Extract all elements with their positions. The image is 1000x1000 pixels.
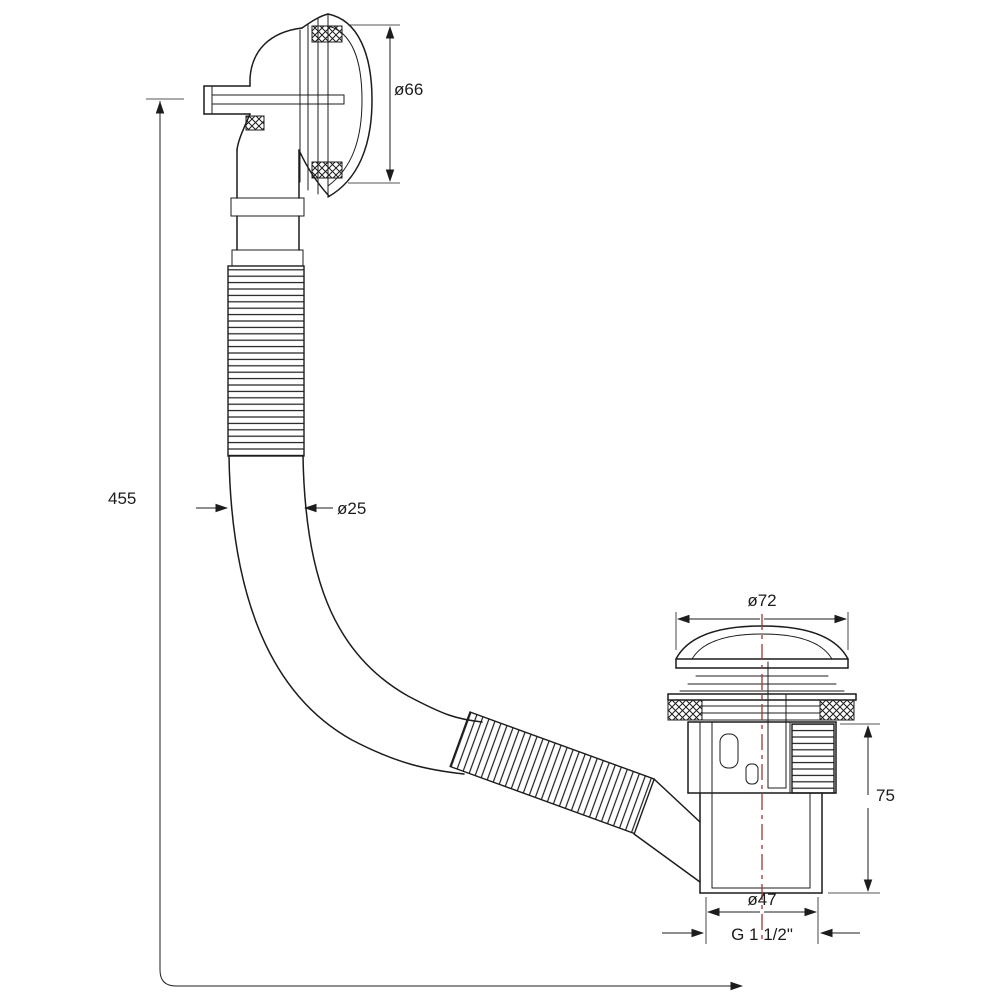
label-waste-flange-diameter: ø72: [747, 591, 776, 610]
overflow-screw: [203, 85, 345, 115]
diagonal-hose: [449, 711, 701, 883]
label-waste-tail-diameter: ø47: [747, 890, 776, 909]
waste-gasket-left: [667, 699, 703, 721]
waste-slot-large: [719, 733, 739, 769]
overflow-gasket-left: [245, 115, 265, 131]
label-installed-height: 455: [108, 489, 136, 508]
waste-flange: [667, 693, 857, 721]
waste-thread-section: [791, 723, 835, 794]
label-overflow-diameter: ø66: [394, 80, 423, 99]
dim-installed-height: 455: [108, 98, 744, 991]
dim-waste-flange-diameter: ø72: [675, 591, 849, 650]
curved-hose: [228, 455, 483, 775]
hose-collar-lower: [231, 249, 304, 267]
label-waste-body-height: 75: [876, 786, 895, 805]
waste-slot-small: [745, 763, 759, 785]
corrugated-section-vertical: [227, 265, 305, 457]
waste-gasket-right: [819, 699, 855, 721]
label-waste-thread: G 1 1/2": [731, 925, 793, 944]
dim-overflow-diameter: ø66: [348, 24, 423, 184]
overflow-gasket-bottom: [311, 161, 343, 179]
vertical-hose: [227, 149, 305, 457]
dimensions: ø66 ø25 455 ø72 75: [108, 24, 895, 991]
overflow-gasket-top: [311, 25, 343, 43]
overflow-assembly: [203, 13, 373, 198]
dim-waste-tail-diameter: ø47: [705, 890, 819, 944]
dim-waste-thread: G 1 1/2": [662, 925, 860, 944]
label-hose-diameter: ø25: [337, 499, 366, 518]
waste-tail: [699, 792, 823, 894]
waste-body: [687, 661, 837, 794]
dim-waste-body-height: 75: [828, 723, 895, 894]
hose-collar-upper: [230, 197, 305, 217]
dim-hose-diameter: ø25: [196, 499, 366, 518]
corrugated-section-diagonal: [449, 711, 656, 835]
